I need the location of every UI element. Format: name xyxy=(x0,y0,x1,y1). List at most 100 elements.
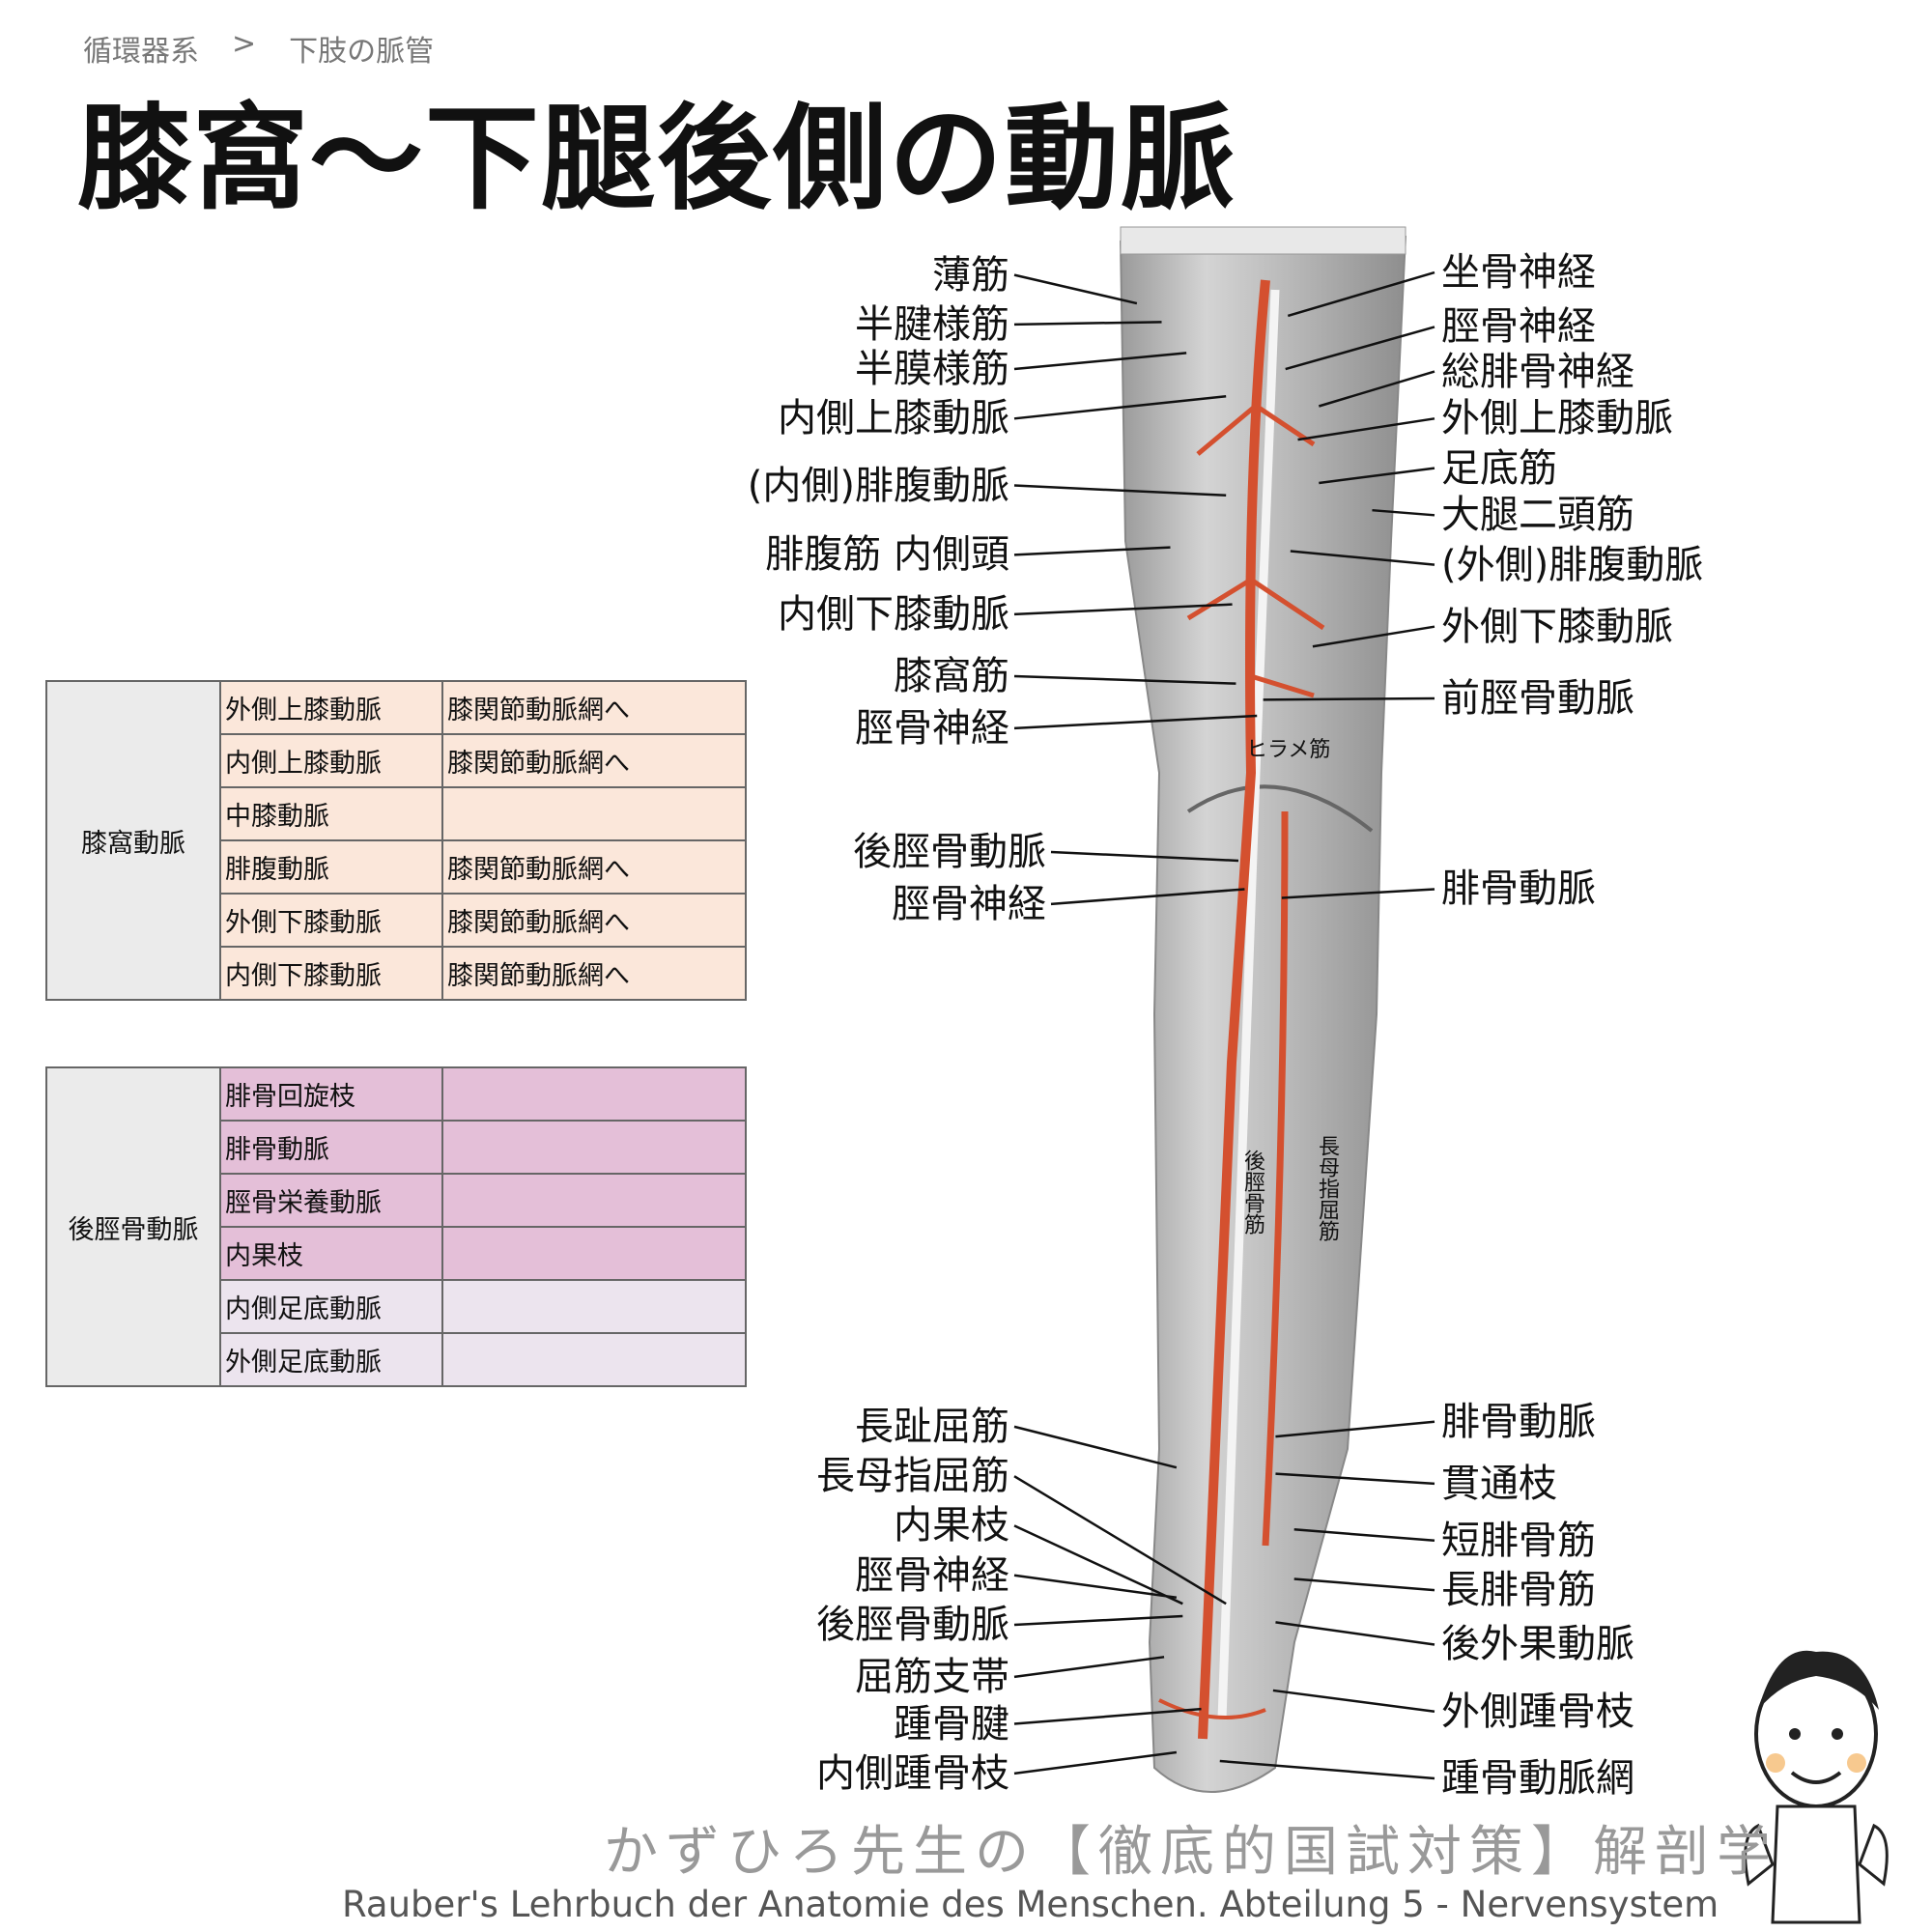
label-left: 半腱様筋 xyxy=(855,301,1009,347)
table-group-cell: 膝窩動脈 xyxy=(45,680,221,1001)
table-row: 後脛骨動脈腓骨回旋枝 xyxy=(45,1066,747,1387)
leader-line xyxy=(1013,1425,1178,1469)
leader-line xyxy=(1013,1656,1165,1679)
leader-line xyxy=(1275,1420,1435,1438)
label-right: 脛骨神経 xyxy=(1441,304,1596,350)
table-branch-cell: 内側上膝動脈 xyxy=(219,733,443,788)
table-note-cell xyxy=(441,1226,747,1281)
table-branch-cell: 脛骨栄養動脈 xyxy=(219,1173,443,1228)
label-left: 長趾屈筋 xyxy=(855,1404,1009,1449)
label-left: 内側踵骨枝 xyxy=(816,1750,1009,1796)
flexor-hallucis-longus-label: 長母指屈筋 xyxy=(1315,1135,1339,1241)
breadcrumb: 循環器系 > 下肢の脈管 xyxy=(83,27,434,70)
label-right: 総腓骨神経 xyxy=(1441,349,1634,394)
page-title: 膝窩～下腿後側の動脈 xyxy=(77,92,1237,225)
leader-line xyxy=(1013,352,1187,371)
popliteal-artery xyxy=(1198,279,1270,1740)
label-right: 坐骨神経 xyxy=(1441,250,1596,296)
leader-line xyxy=(1297,417,1435,441)
leader-line xyxy=(1272,1689,1435,1713)
table-branch-cell: 内側足底動脈 xyxy=(219,1279,443,1334)
leader-line xyxy=(1275,1472,1435,1486)
leader-line xyxy=(1013,1750,1178,1776)
table-note-cell xyxy=(441,1173,747,1228)
leader-line xyxy=(1312,625,1435,648)
leader-line xyxy=(1319,467,1435,485)
leader-line xyxy=(1013,484,1227,497)
leader-line xyxy=(1050,888,1245,906)
label-right: 短腓骨筋 xyxy=(1441,1518,1596,1563)
leader-line xyxy=(1372,508,1435,517)
leader-line xyxy=(1013,603,1233,616)
table-note-cell xyxy=(441,1066,747,1122)
label-right: 貫通枝 xyxy=(1441,1461,1557,1506)
table-row: 外側下膝動脈膝関節動脈網へ xyxy=(46,893,747,948)
leader-line xyxy=(1263,696,1435,701)
leader-line xyxy=(1293,1528,1435,1543)
table-row: 内側上膝動脈膝関節動脈網へ xyxy=(46,733,747,788)
thigh-top-band xyxy=(1120,226,1406,255)
label-right: 後外果動脈 xyxy=(1441,1622,1634,1667)
label-right: 踵骨動脈網 xyxy=(1441,1755,1634,1801)
label-right: 大腿二頭筋 xyxy=(1441,493,1634,538)
label-left: 半膜様筋 xyxy=(855,347,1009,392)
leader-line xyxy=(1281,888,1435,899)
label-left: (内側)腓腹動脈 xyxy=(747,463,1009,508)
label-left: 踵骨腱 xyxy=(894,1701,1009,1747)
leader-line xyxy=(1013,546,1171,556)
leader-line xyxy=(1013,1614,1183,1627)
leg-outline xyxy=(1119,235,1407,1793)
label-left: 内側上膝動脈 xyxy=(778,396,1009,441)
leader-line xyxy=(1013,1707,1202,1725)
table-note-cell: 膝関節動脈網へ xyxy=(441,893,747,948)
table-branch-cell: 外側上膝動脈 xyxy=(219,680,443,735)
label-right: 外側踵骨枝 xyxy=(1441,1689,1634,1734)
table-row: 内側足底動脈 xyxy=(46,1279,747,1334)
table-note-cell xyxy=(441,1120,747,1175)
leader-line xyxy=(1013,321,1162,327)
breadcrumb-parent[interactable]: 循環器系 xyxy=(83,35,199,69)
leader-line xyxy=(1013,1574,1178,1600)
table-branch-cell: 腓骨動脈 xyxy=(219,1120,443,1175)
table-row: 腓腹動脈膝関節動脈網へ xyxy=(46,839,747,895)
leader-line xyxy=(1290,550,1435,566)
leader-line xyxy=(1318,370,1435,408)
table-row: 内側下膝動脈膝関節動脈網へ xyxy=(46,946,747,1001)
leader-line xyxy=(1050,850,1239,863)
label-left: 長母指屈筋 xyxy=(816,1454,1009,1499)
popliteal-artery-table: 膝窩動脈外側上膝動脈膝関節動脈網へ内側上膝動脈膝関節動脈網へ中膝動脈腓腹動脈膝関… xyxy=(45,680,747,1001)
label-right: 腓骨動脈 xyxy=(1441,1399,1596,1444)
table-branch-cell: 中膝動脈 xyxy=(219,786,443,841)
label-left: 脛骨神経 xyxy=(855,705,1009,751)
leader-line xyxy=(1013,273,1138,305)
posterior-tibial-artery-table: 後脛骨動脈腓骨回旋枝腓骨動脈脛骨栄養動脈内果枝内側足底動脈外側足底動脈 xyxy=(45,1066,747,1387)
label-left: 屈筋支帯 xyxy=(855,1654,1009,1699)
label-left: 後脛骨動脈 xyxy=(853,830,1046,875)
fibular-artery xyxy=(1262,810,1289,1547)
table-branch-cell: 腓腹動脈 xyxy=(219,839,443,895)
leader-line xyxy=(1013,394,1227,420)
label-left: 薄筋 xyxy=(932,252,1009,298)
table-note-cell: 膝関節動脈網へ xyxy=(441,733,747,788)
leader-line xyxy=(1293,1577,1435,1592)
table-branch-cell: 内側下膝動脈 xyxy=(219,946,443,1001)
tibialis-posterior-label: 後脛骨筋 xyxy=(1240,1150,1264,1235)
table-branch-cell: 外側下膝動脈 xyxy=(219,893,443,948)
label-right: (外側)腓腹動脈 xyxy=(1441,542,1704,587)
label-right: 長腓骨筋 xyxy=(1441,1568,1596,1613)
label-left: 腓腹筋 内側頭 xyxy=(765,532,1009,578)
breadcrumb-current: 下肢の脈管 xyxy=(289,35,435,69)
table-row: 中膝動脈 xyxy=(46,786,747,841)
table-row: 膝窩動脈外側上膝動脈膝関節動脈網へ xyxy=(45,680,747,1001)
label-left: 膝窩筋 xyxy=(894,653,1009,698)
table-row: 脛骨栄養動脈 xyxy=(46,1173,747,1228)
label-right: 足底筋 xyxy=(1441,445,1557,491)
soleus-label: ヒラメ筋 xyxy=(1246,738,1331,762)
table-note-cell: 膝関節動脈網へ xyxy=(441,680,747,735)
label-right: 前脛骨動脈 xyxy=(1441,676,1634,722)
teacher-cartoon xyxy=(1744,1650,1889,1924)
leader-line xyxy=(1285,326,1435,371)
table-note-cell xyxy=(441,1279,747,1334)
leader-line xyxy=(1013,1475,1227,1605)
